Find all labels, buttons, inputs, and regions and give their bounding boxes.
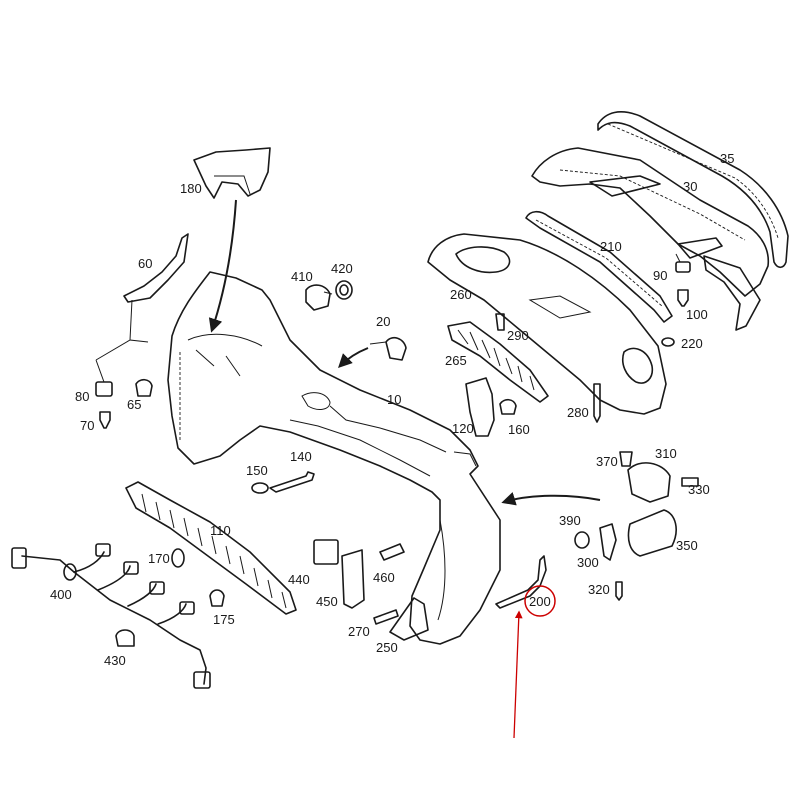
callout-390: 390 (559, 513, 581, 528)
part-265-bracket (447, 321, 549, 403)
direction-arrows (208, 199, 601, 506)
callout-310: 310 (655, 446, 677, 461)
highlight-arrow (513, 610, 523, 739)
callout-80: 80 (75, 389, 89, 404)
callout-65: 65 (127, 397, 141, 412)
part-110-absorber (125, 481, 297, 615)
callout-170: 170 (148, 551, 170, 566)
callout-440: 440 (288, 572, 310, 587)
highlight-part-200 (513, 585, 556, 739)
callout-320: 320 (588, 582, 610, 597)
part-210-strip (525, 210, 673, 323)
callout-300: 300 (577, 555, 599, 570)
part-30-diffuser (531, 147, 770, 297)
callout-280: 280 (567, 405, 589, 420)
callout-70: 70 (80, 418, 94, 433)
part-35-trim-strip (597, 111, 789, 331)
callout-60: 60 (138, 256, 152, 271)
callout-370: 370 (596, 454, 618, 469)
callout-430: 430 (104, 653, 126, 668)
callout-265: 265 (445, 353, 467, 368)
callout-330: 330 (688, 482, 710, 497)
callout-410: 410 (291, 269, 313, 284)
highlight-circle (524, 585, 556, 617)
callout-10: 10 (387, 392, 401, 407)
callout-20: 20 (376, 314, 390, 329)
callout-420: 420 (331, 261, 353, 276)
callout-250: 250 (376, 640, 398, 655)
callout-175: 175 (213, 612, 235, 627)
leader-lines (95, 253, 681, 383)
callout-100: 100 (686, 307, 708, 322)
callout-35: 35 (720, 151, 734, 166)
callout-450: 450 (316, 594, 338, 609)
callout-220: 220 (681, 336, 703, 351)
part-400-wiring-harness (11, 543, 211, 689)
part-260-lower-panel (427, 233, 667, 415)
part-10-bumper-cover (167, 271, 501, 645)
callout-400: 400 (50, 587, 72, 602)
callout-290: 290 (507, 328, 529, 343)
callout-150: 150 (246, 463, 268, 478)
callout-110: 110 (210, 523, 231, 538)
callout-260: 260 (450, 287, 472, 302)
callout-210: 210 (600, 239, 622, 254)
callout-labels: 10 20 30 35 60 65 70 80 90 100 110 120 1… (50, 151, 734, 668)
callout-270: 270 (348, 624, 370, 639)
callout-120: 120 (452, 421, 474, 436)
callout-350: 350 (676, 538, 698, 553)
callout-200: 200 (529, 594, 551, 609)
callout-140: 140 (290, 449, 312, 464)
callout-460: 460 (373, 570, 395, 585)
callout-180: 180 (180, 181, 202, 196)
callout-160: 160 (508, 422, 530, 437)
callout-30: 30 (683, 179, 697, 194)
callout-90: 90 (653, 268, 667, 283)
part-180-panel (193, 147, 271, 199)
